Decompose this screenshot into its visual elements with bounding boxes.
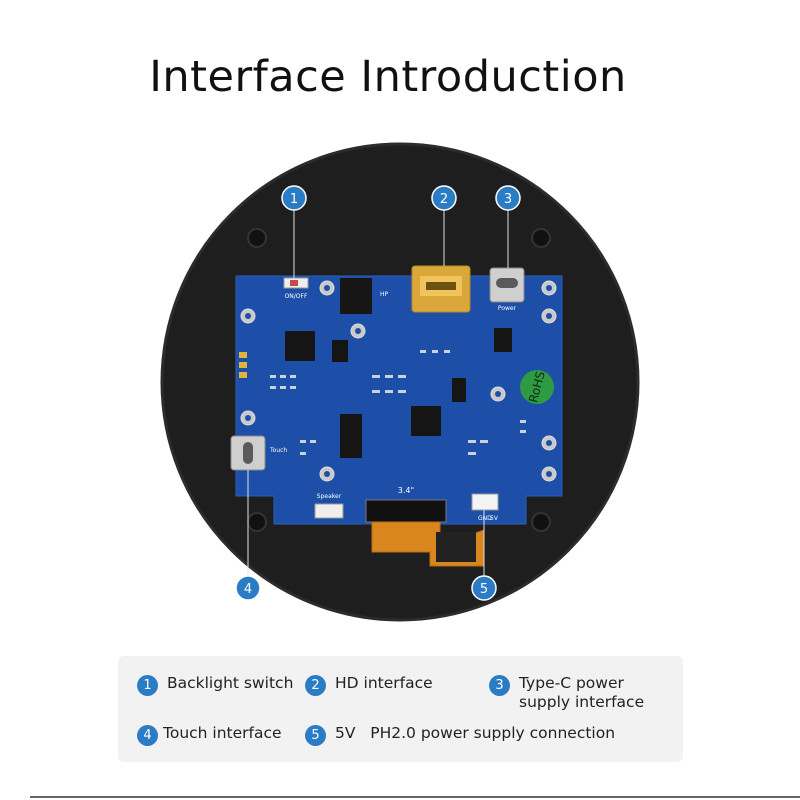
legend-label: 5V PH2.0 power supply connection <box>335 724 616 742</box>
rohs-badge <box>520 370 554 404</box>
speaker-label: Speaker <box>317 493 342 500</box>
speaker-connector <box>314 503 344 519</box>
legend-number-badge: 3 <box>489 675 510 696</box>
gold-pads <box>239 352 247 378</box>
hp-label: HP <box>380 291 389 298</box>
callout-3-number: 3 <box>504 192 512 207</box>
pcb-small-components <box>270 350 526 455</box>
legend-item-touch-interface: 4 Touch interface <box>137 724 282 746</box>
callout-lines <box>247 208 509 578</box>
legend-item-hd-interface: 2 HD interface <box>305 674 433 696</box>
legend-label: Backlight switch <box>167 674 294 692</box>
legend-item-backlight-switch: 1 Backlight switch <box>137 674 293 696</box>
callout-4-number: 4 <box>244 582 252 597</box>
legend-number-badge: 4 <box>137 725 158 746</box>
legend-number-badge: 2 <box>305 675 326 696</box>
ph20-connector <box>471 493 499 511</box>
power-label: Power <box>498 305 517 312</box>
legend-label: HD interface <box>335 674 433 692</box>
size-label: 3.4" <box>398 486 414 495</box>
legend-label: Type-C power supply interface <box>519 674 645 711</box>
legend-number-badge: 1 <box>137 675 158 696</box>
legend-item-ph20-power: 5 5V PH2.0 power supply connection <box>305 724 615 746</box>
callout-5-number: 5 <box>480 582 488 597</box>
touch-label: Touch <box>269 447 287 454</box>
callout-4: 4 <box>235 575 261 601</box>
legend-number-badge: 5 <box>305 725 326 746</box>
hp-connector <box>340 278 372 314</box>
callout-2-number: 2 <box>440 192 448 207</box>
bottom-divider <box>30 796 800 798</box>
v5-label: 5V <box>490 515 499 522</box>
legend-item-typec-power: 3 Type-C power supply interface <box>489 674 659 712</box>
gnd-label: GND <box>478 515 492 522</box>
pcb-chips <box>285 328 512 458</box>
callout-3: 3 <box>495 185 521 211</box>
page-title: Interface Introduction <box>149 52 627 102</box>
callout-1: 1 <box>281 185 307 211</box>
callout-5: 5 <box>471 575 497 601</box>
callout-1-number: 1 <box>290 192 298 207</box>
callout-2: 2 <box>431 185 457 211</box>
on-off-label: ON/OFF <box>285 293 308 300</box>
fpc-connector <box>365 499 447 523</box>
legend-label: Touch interface <box>163 724 282 742</box>
pcb-board <box>235 275 563 525</box>
legend-panel: 1 Backlight switch 2 HD interface 3 Type… <box>118 656 683 762</box>
